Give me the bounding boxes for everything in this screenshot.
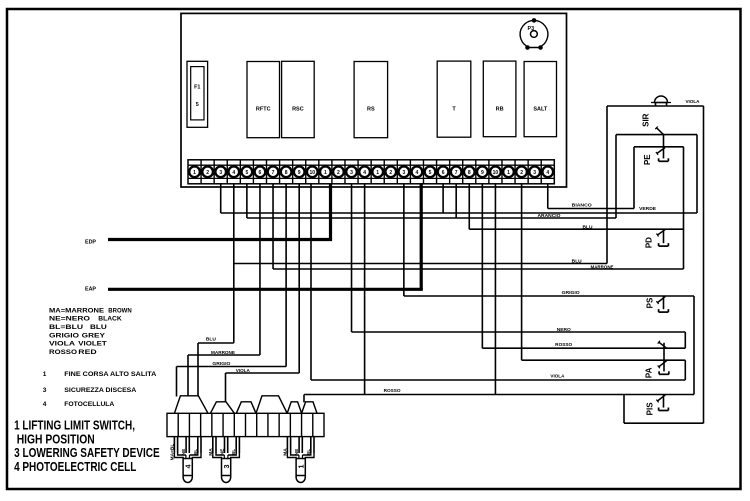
svg-text:VIOLA: VIOLA (236, 368, 250, 373)
svg-text:8: 8 (468, 170, 471, 176)
svg-text:5: 5 (429, 170, 432, 176)
svg-text:BIANCO: BIANCO (572, 203, 593, 208)
svg-text:2: 2 (206, 170, 209, 176)
svg-text:NE: NE (294, 448, 300, 455)
svg-text:3: 3 (43, 387, 47, 394)
svg-text:4 PHOTOELECTRIC CELL: 4 PHOTOELECTRIC CELL (14, 459, 136, 474)
svg-text:6: 6 (442, 170, 445, 176)
svg-text:SICUREZZA DISCESA: SICUREZZA DISCESA (64, 387, 137, 394)
svg-text:P3: P3 (528, 26, 535, 32)
svg-text:3: 3 (222, 465, 231, 469)
svg-text:VIOLA: VIOLA (49, 341, 76, 348)
svg-text:EAP: EAP (85, 286, 97, 292)
svg-text:ARANCIO: ARANCIO (538, 213, 562, 218)
svg-text:4: 4 (232, 170, 235, 176)
svg-text:ROSSO: ROSSO (384, 388, 402, 393)
svg-text:VERDE: VERDE (639, 206, 656, 211)
svg-text:ROSSO: ROSSO (49, 349, 77, 356)
svg-text:FOTOCELLULA: FOTOCELLULA (64, 401, 115, 408)
svg-text:3 LOWERING SAFETY DEVICE: 3 LOWERING SAFETY DEVICE (14, 445, 160, 460)
svg-text:1: 1 (507, 170, 510, 176)
svg-text:HIGH POSITION: HIGH POSITION (17, 432, 95, 447)
svg-text:2: 2 (389, 170, 392, 176)
svg-text:ROSSO: ROSSO (555, 342, 573, 347)
svg-text:1 LIFTING LIMIT SWITCH,: 1 LIFTING LIMIT SWITCH, (14, 418, 135, 433)
svg-text:1: 1 (376, 170, 379, 176)
svg-text:3: 3 (533, 170, 536, 176)
svg-text:GRIGIO: GRIGIO (562, 290, 581, 295)
svg-text:1: 1 (193, 170, 196, 176)
svg-text:BL=BLU: BL=BLU (49, 324, 84, 331)
svg-text:VIOLET: VIOLET (78, 341, 107, 348)
svg-text:7: 7 (272, 170, 275, 176)
svg-text:MARRONE: MARRONE (211, 350, 235, 355)
svg-text:RSC: RSC (292, 107, 304, 113)
svg-text:3: 3 (350, 170, 353, 176)
svg-text:RB: RB (496, 107, 504, 113)
svg-text:2: 2 (337, 170, 340, 176)
svg-text:4: 4 (363, 170, 366, 176)
svg-text:F1: F1 (194, 85, 200, 91)
svg-text:MA=MARRONE: MA=MARRONE (49, 307, 104, 314)
svg-text:6: 6 (259, 170, 262, 176)
svg-text:NE: NE (181, 448, 187, 455)
svg-text:3: 3 (402, 170, 405, 176)
svg-text:BLU: BLU (583, 225, 593, 230)
svg-text:BLACK: BLACK (98, 316, 122, 323)
svg-text:PA: PA (645, 367, 654, 378)
svg-text:VIOLA: VIOLA (686, 99, 700, 104)
svg-text:9: 9 (481, 170, 484, 176)
svg-text:RS: RS (367, 107, 375, 113)
svg-text:MA: MA (208, 448, 214, 456)
svg-text:9: 9 (298, 170, 301, 176)
svg-text:MARRONE: MARRONE (591, 265, 614, 270)
svg-text:VIOLA: VIOLA (550, 373, 564, 378)
svg-text:NE=NERO: NE=NERO (49, 316, 90, 323)
svg-text:SALT: SALT (533, 107, 548, 113)
svg-text:10: 10 (493, 170, 499, 176)
svg-text:1: 1 (324, 170, 327, 176)
svg-text:10: 10 (309, 170, 315, 176)
svg-text:4: 4 (183, 465, 192, 469)
svg-text:4: 4 (43, 401, 47, 408)
svg-text:MA=BL: MA=BL (169, 444, 175, 461)
svg-text:4: 4 (546, 170, 549, 176)
svg-text:BLU: BLU (90, 324, 107, 331)
svg-text:8: 8 (285, 170, 288, 176)
svg-text:GREY: GREY (82, 332, 106, 339)
svg-text:SIR: SIR (642, 113, 651, 127)
svg-text:2: 2 (520, 170, 523, 176)
svg-text:1: 1 (43, 371, 47, 378)
svg-text:PD: PD (645, 237, 654, 248)
svg-text:MA: MA (282, 448, 288, 456)
svg-text:5: 5 (196, 102, 199, 108)
svg-text:5: 5 (245, 170, 248, 176)
svg-text:BROWN: BROWN (108, 307, 132, 314)
svg-text:RED: RED (78, 349, 97, 356)
svg-text:NERO: NERO (557, 327, 572, 332)
svg-text:BLU: BLU (572, 258, 582, 263)
svg-text:BL: BL (193, 449, 199, 455)
svg-text:BLU: BLU (206, 336, 216, 341)
svg-text:7: 7 (455, 170, 458, 176)
svg-text:1: 1 (296, 465, 305, 469)
svg-text:BL: BL (231, 449, 237, 455)
svg-text:FINE CORSA ALTO SALITA: FINE CORSA ALTO SALITA (64, 371, 157, 378)
svg-text:NE: NE (220, 448, 226, 455)
svg-text:PIS: PIS (646, 402, 655, 416)
svg-text:T: T (452, 107, 456, 113)
svg-text:PS: PS (645, 297, 654, 308)
svg-text:3: 3 (219, 170, 222, 176)
svg-text:EDP: EDP (85, 239, 97, 245)
svg-text:RFTC: RFTC (256, 107, 271, 113)
svg-text:PE: PE (643, 154, 652, 165)
svg-text:4: 4 (416, 170, 419, 176)
svg-text:BL: BL (306, 449, 312, 455)
svg-text:GRIGIO: GRIGIO (212, 361, 231, 366)
svg-text:GRIGIO: GRIGIO (49, 332, 79, 339)
